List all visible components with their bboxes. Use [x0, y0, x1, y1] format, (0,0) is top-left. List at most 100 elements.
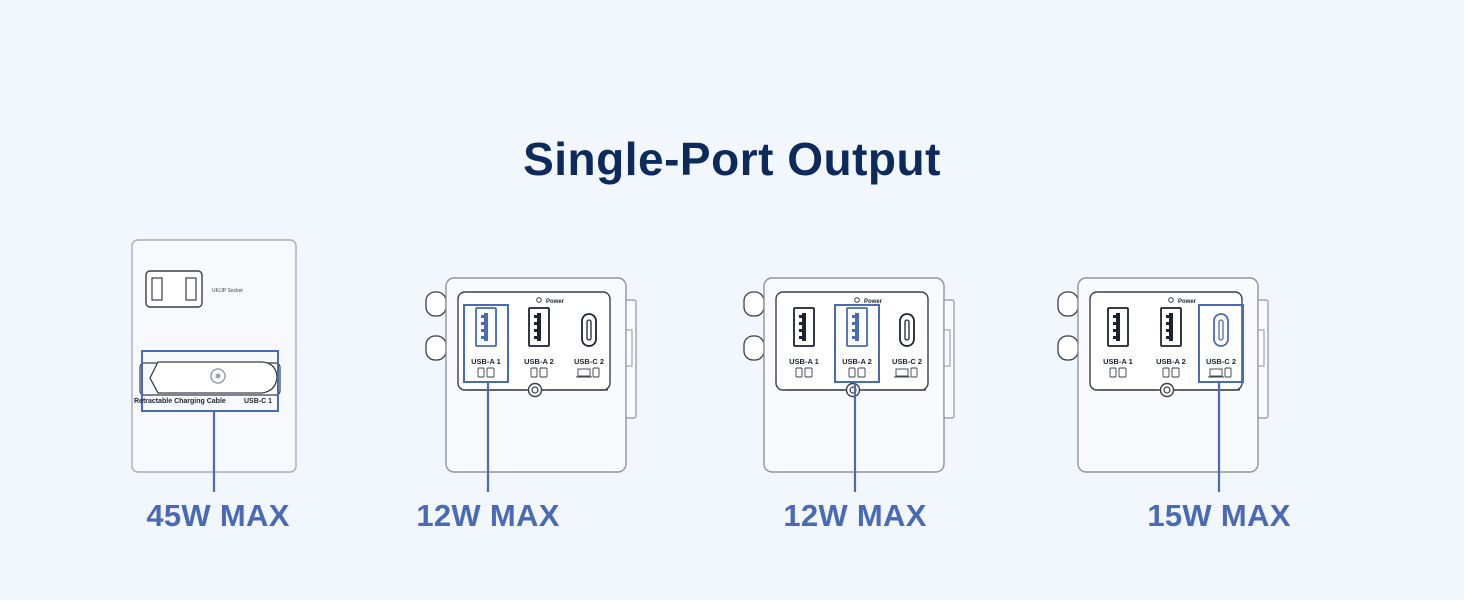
release-button-icon [845, 382, 861, 398]
tablet-icon [1118, 367, 1127, 378]
usb-a-pin [481, 315, 484, 318]
tablet-icon [1171, 367, 1180, 378]
phone-icon [795, 367, 803, 378]
plug-prong-icon [425, 335, 447, 361]
usb-a-pin [1166, 336, 1169, 339]
panel-3-output-label: 15W MAX [1147, 498, 1291, 533]
power-indicator-icon [854, 297, 860, 303]
plug-prong-icon [425, 291, 447, 317]
usb-c-inner [1218, 319, 1224, 341]
phone-icon [477, 367, 485, 378]
release-button-icon [527, 382, 543, 398]
page-title: Single-Port Output [523, 133, 941, 185]
usb-c-inner [586, 319, 592, 341]
port-usb-a-1: USB-A 1 [1103, 307, 1133, 378]
port-label: USB-A 1 [1103, 357, 1133, 366]
power-label: Power [1178, 299, 1197, 305]
usb-a-pin [852, 336, 855, 339]
port-label: USB-A 2 [524, 357, 554, 366]
usb-a-tongue [1116, 313, 1120, 341]
usb-a-pin [481, 329, 484, 332]
port-usb-a-2: USB-A 2 [1156, 307, 1186, 378]
phone-icon [1224, 367, 1232, 378]
port-usb-a-1: USB-A 1 [789, 307, 819, 378]
highlight-box-usb-c1 [141, 350, 279, 412]
release-button-inner [531, 386, 539, 394]
phone-icon [1162, 367, 1170, 378]
usb-c-port-icon [1213, 313, 1229, 347]
phone-icon [910, 367, 918, 378]
usb-a-pin [534, 315, 537, 318]
retractable-cable-icon [149, 361, 278, 394]
usb-a-pin [852, 315, 855, 318]
laptop-icon [895, 368, 909, 377]
usb-a-tongue [855, 313, 859, 341]
port-usb-a-1: USB-A 1 [463, 304, 509, 383]
power-indicator-icon [536, 297, 542, 303]
release-button-inner [1163, 386, 1171, 394]
port-label: USB-C 2 [574, 357, 604, 366]
usb-a-tongue [484, 313, 488, 341]
power-label: Power [546, 299, 565, 305]
side-slider-detail [943, 329, 951, 367]
port-usb-c-2: USB-C 2 [892, 313, 922, 378]
usb-a-pin [534, 322, 537, 325]
port-usb-c-2: USB-C 2 [1198, 304, 1244, 383]
tablet-icon [857, 367, 866, 378]
left-charger-unit: UK/JP Socket Retractable Charging Cable … [131, 239, 297, 492]
side-slider [1257, 299, 1269, 419]
tablet-icon [804, 367, 813, 378]
usb-a-pin [1166, 315, 1169, 318]
laptop-icon [1209, 368, 1223, 377]
port-label: USB-C 2 [892, 357, 922, 366]
tablet-icon [486, 367, 495, 378]
usb-c-port-icon [581, 313, 597, 347]
usb-c-port-icon [899, 313, 915, 347]
panel-1-output-label: 12W MAX [416, 498, 560, 533]
highlight-box [463, 304, 509, 383]
side-slider [625, 299, 637, 419]
usb-a-tongue [1169, 313, 1173, 341]
usb-a-pin [799, 322, 802, 325]
release-button-icon [1159, 382, 1175, 398]
usb-a-pin [534, 336, 537, 339]
phone-icon [530, 367, 538, 378]
tablet-icon [539, 367, 548, 378]
usb-a-pin [799, 329, 802, 332]
usb-a-pin [1166, 329, 1169, 332]
usb-c1-label: USB-C 1 [244, 398, 272, 405]
usb-c-inner [904, 319, 910, 341]
laptop-icon [577, 368, 591, 377]
power-label: Power [864, 299, 883, 305]
plug-prong-icon [743, 291, 765, 317]
highlight-box [834, 304, 880, 383]
usb-a-pin [1113, 329, 1116, 332]
power-indicator-icon [1168, 297, 1174, 303]
side-slider-detail [1257, 329, 1265, 367]
phone-icon [592, 367, 600, 378]
phone-icon [1109, 367, 1117, 378]
port-usb-a-2: USB-A 2 [834, 304, 880, 383]
port-usb-a-2: USB-A 2 [524, 307, 554, 378]
usb-a-pin [852, 329, 855, 332]
left-output-label: 45W MAX [146, 498, 290, 533]
port-label: USB-A 1 [789, 357, 819, 366]
plug-prong-icon [1057, 335, 1079, 361]
plug-prong-icon [1057, 291, 1079, 317]
cable-label: Retractable Charging Cable [134, 398, 226, 405]
plug-prong-icon [743, 335, 765, 361]
usb-a-pin [1166, 322, 1169, 325]
usb-a-pin [799, 336, 802, 339]
usb-a-pin [1113, 315, 1116, 318]
usb-a-pin [852, 322, 855, 325]
port-label: USB-A 2 [842, 357, 872, 366]
usb-a-pin [1113, 322, 1116, 325]
phone-icon [848, 367, 856, 378]
usb-a-pin [481, 322, 484, 325]
highlight-box [1198, 304, 1244, 383]
usb-a-pin [799, 315, 802, 318]
